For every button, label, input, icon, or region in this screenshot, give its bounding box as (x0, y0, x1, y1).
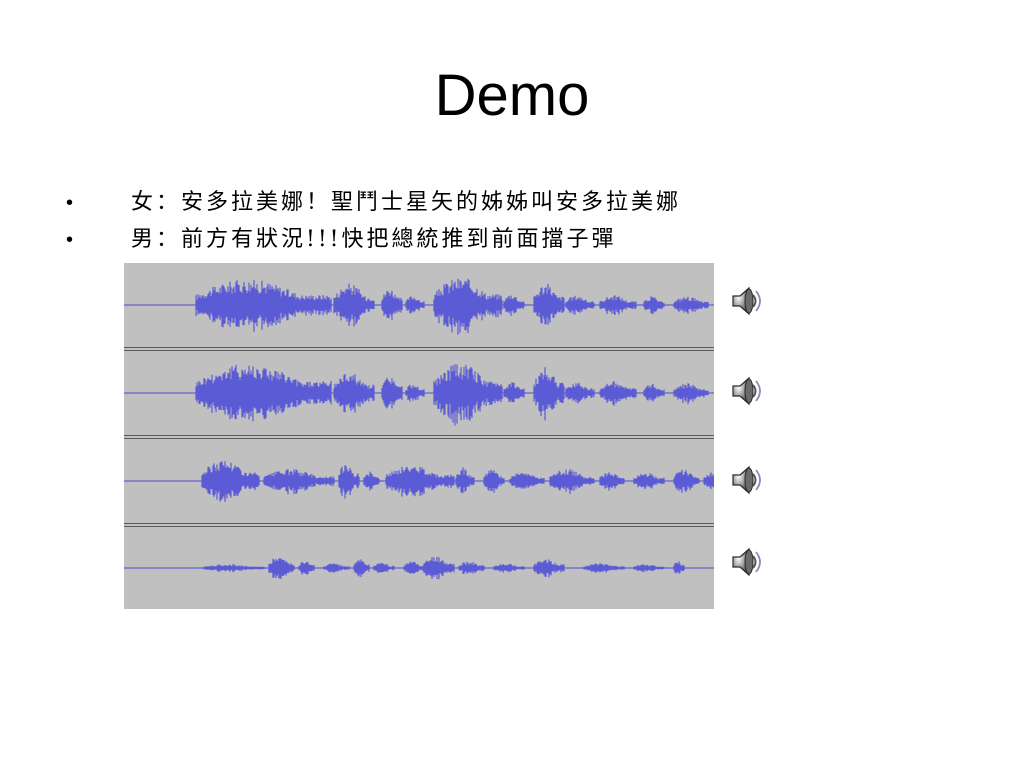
speaker-icon-graphic (732, 547, 761, 577)
waveform-track-1 (124, 263, 714, 347)
waveform-signal (195, 278, 709, 335)
waveform-1 (124, 278, 714, 335)
track-divider (124, 435, 714, 439)
bullet-text-male: 男：前方有狀況!!!快把總統推到前面擋子彈 (131, 227, 617, 252)
waveform-4 (124, 556, 714, 580)
speaker-icon[interactable] (729, 374, 765, 408)
waveform-signal (201, 461, 714, 502)
speaker-icon[interactable] (729, 284, 765, 318)
track-divider (124, 523, 714, 527)
speaker-icon-graphic (732, 465, 761, 495)
bullet-marker: • (66, 229, 74, 251)
speaker-icon[interactable] (729, 463, 765, 497)
speaker-icon-graphic (732, 376, 761, 406)
speaker-icon[interactable] (729, 545, 765, 579)
waveform-track-3 (124, 439, 714, 523)
waveform-signal (195, 364, 709, 426)
bullet-marker: • (66, 192, 74, 214)
speaker-icon-graphic (732, 286, 761, 316)
slide-title: Demo (434, 63, 590, 128)
bullet-text-female: 女：安多拉美娜！聖鬥士星矢的姊姊叫安多拉美娜 (131, 190, 682, 215)
waveform-2 (124, 364, 714, 426)
waveform-3 (124, 461, 714, 502)
waveform-track-4 (124, 527, 714, 609)
track-divider (124, 347, 714, 351)
waveform-panel (124, 263, 714, 609)
waveform-track-2 (124, 351, 714, 435)
waveform-signal (203, 556, 685, 580)
